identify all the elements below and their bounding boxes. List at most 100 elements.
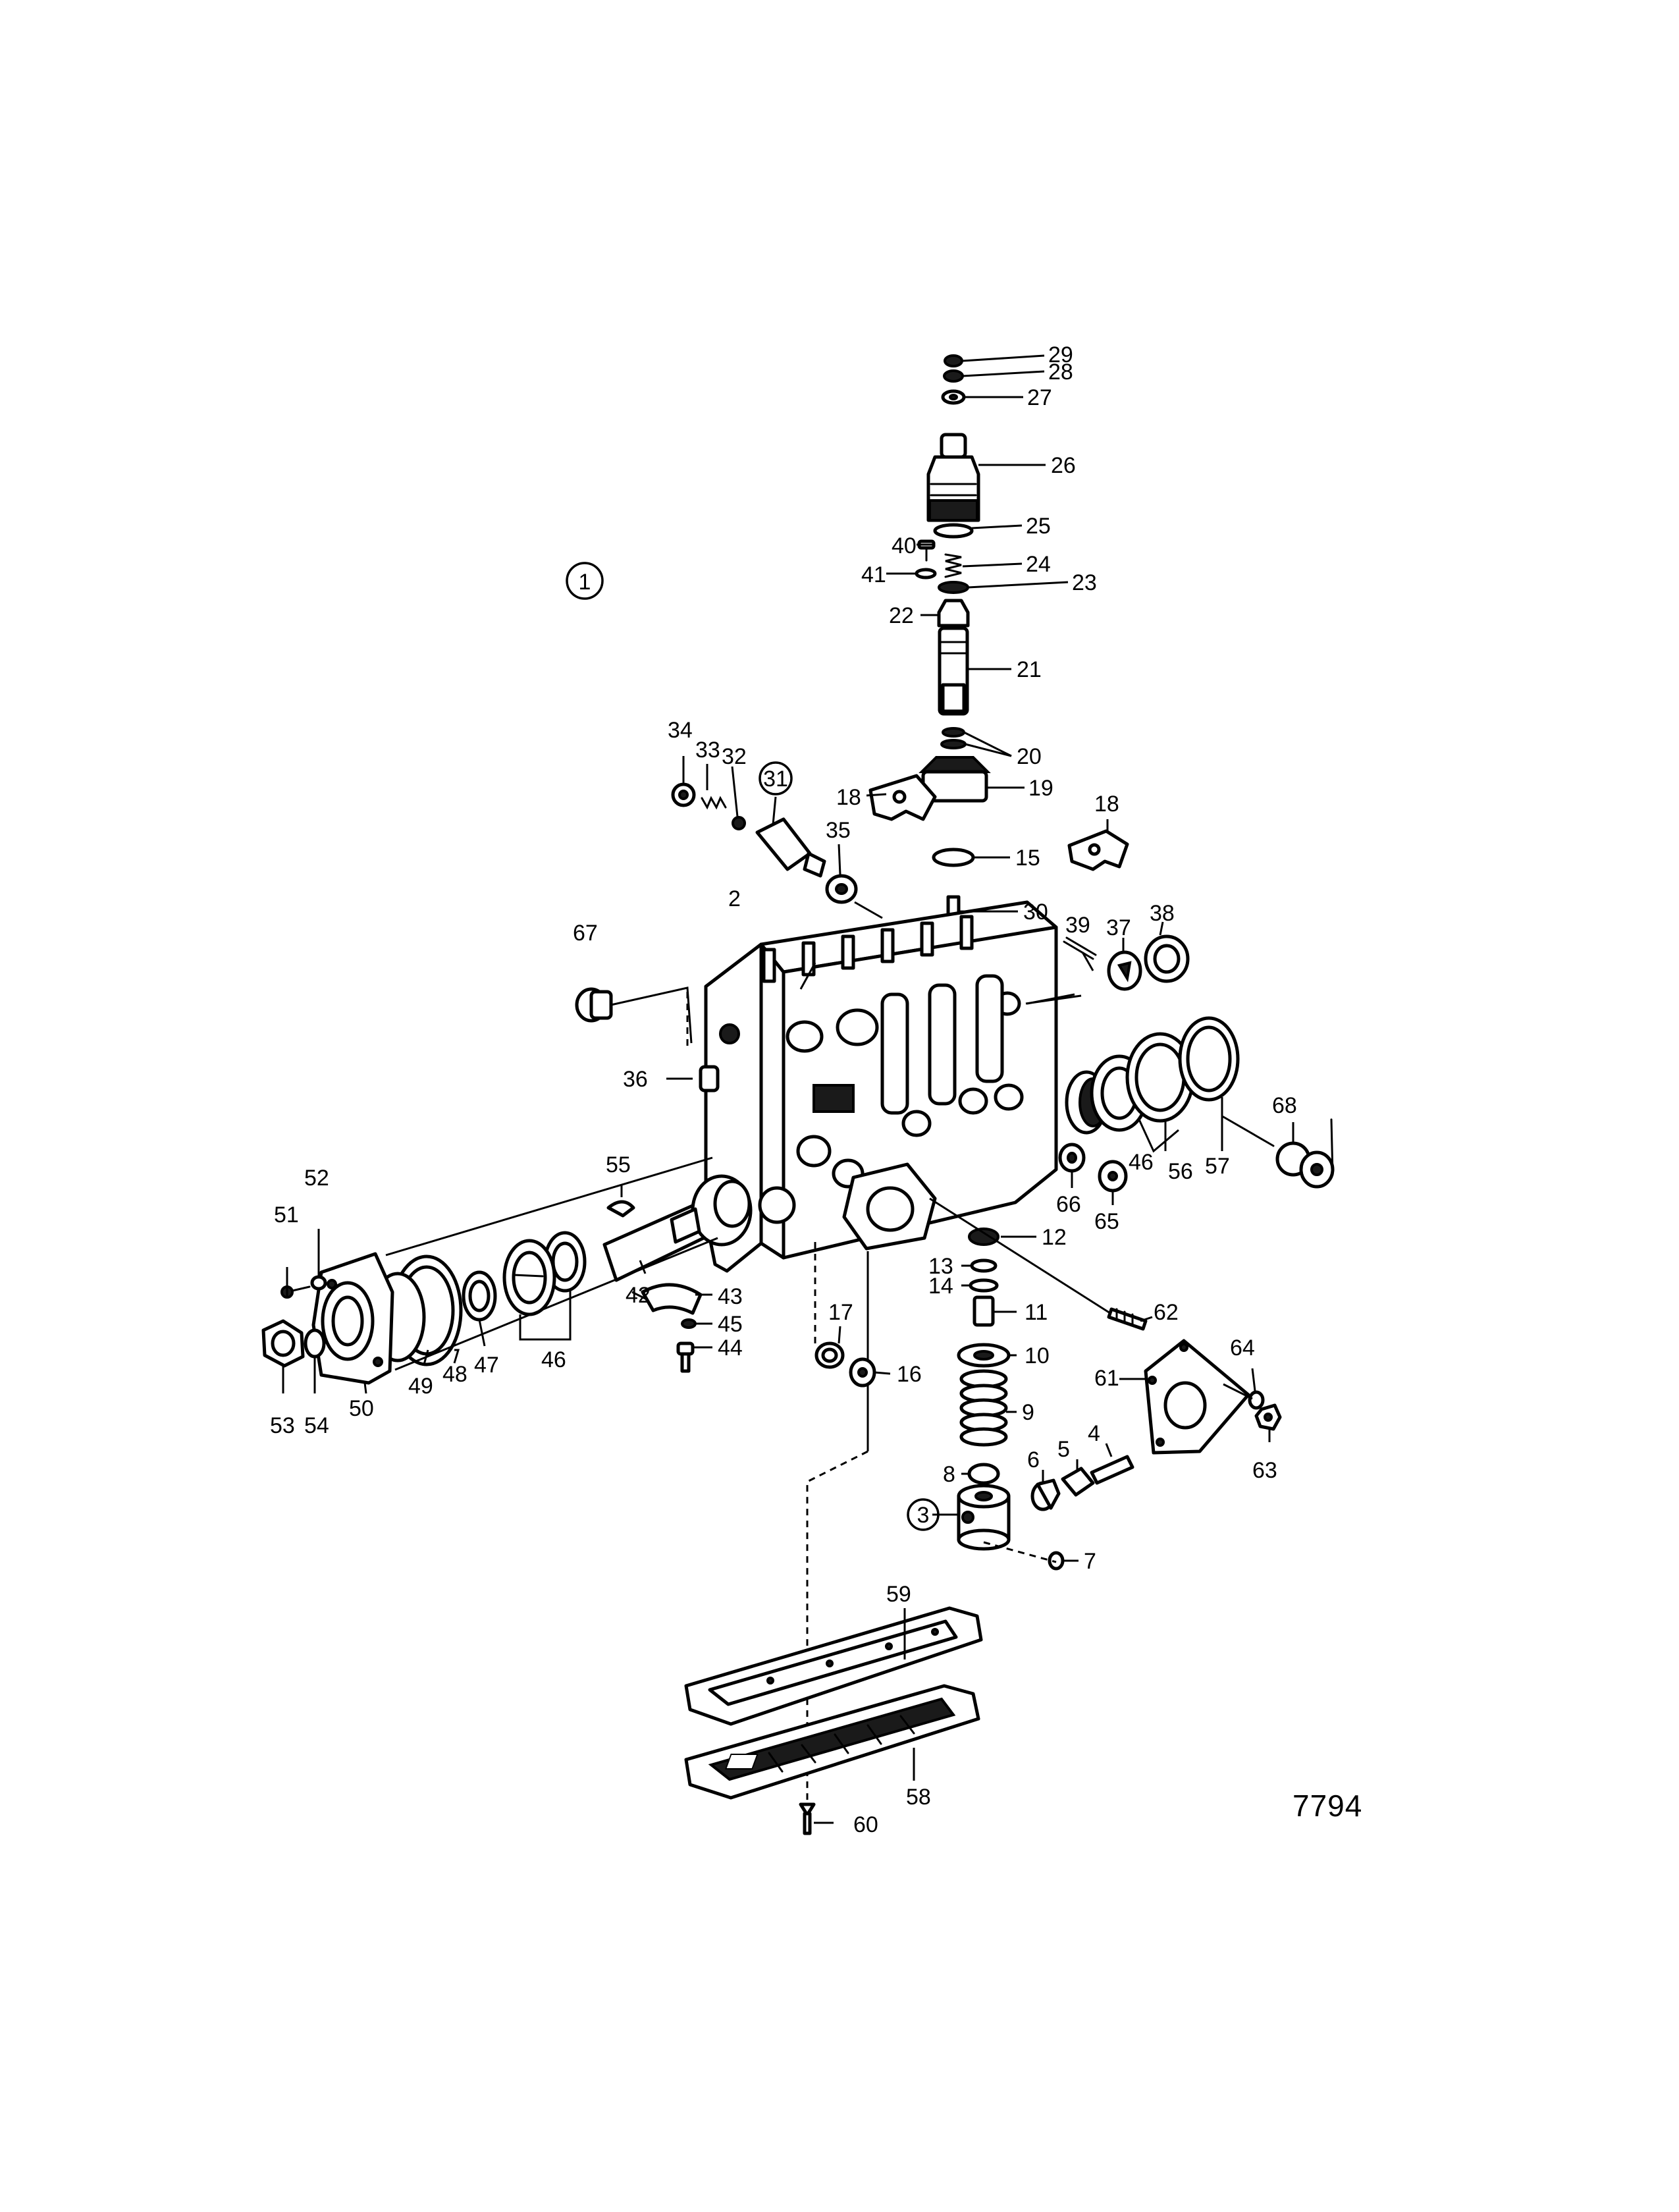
part-56-bearing-ring [1125,1032,1195,1123]
part-29-nut [944,354,963,367]
part-58-strainer-plate [684,1684,980,1800]
callout-59: 59 [886,1582,911,1607]
callout-32: 32 [722,744,747,769]
part-41-washer [915,568,937,580]
callout-42: 42 [626,1283,651,1308]
part-4-roller-pin [1090,1455,1134,1485]
callout-14: 14 [928,1274,953,1299]
part-9-plunger-spring [959,1369,1008,1447]
part-35-washer [825,874,858,904]
callout-36: 36 [623,1067,648,1092]
callout-21: 21 [1017,657,1042,682]
part-7-pin [1048,1551,1065,1571]
part-61-cover-plate [1144,1339,1250,1455]
part-31-overflow-valve [755,817,826,878]
callout-16: 16 [897,1362,922,1387]
callout-64: 64 [1230,1335,1255,1361]
callout-43: 43 [718,1284,743,1309]
part-3-roller-tappet [957,1484,1011,1551]
part-16-plug [849,1357,876,1388]
part-10-spring-seat [957,1343,1011,1368]
part-13-ring [970,1258,998,1273]
part-8-spring-seat [967,1463,1000,1485]
callout-47: 47 [474,1353,499,1378]
part-34-cap-nut [671,782,696,807]
part-43-spacer [641,1283,703,1315]
part-52-washer [310,1275,327,1291]
callout-19: 19 [1028,776,1053,801]
housing-slots [880,974,1004,1115]
part-66-washer [1058,1143,1086,1173]
part-22-delivery-valve [937,599,970,628]
figure-marker-label: 1 [579,570,591,595]
part-12-disc [968,1227,999,1246]
part-39-pin [1063,936,1097,960]
part-2-pump-housing [704,900,1058,1273]
callout-39: 39 [1065,913,1090,938]
callout-54: 54 [304,1413,329,1438]
callout-62: 62 [1154,1300,1179,1325]
part-32-ball [732,816,746,830]
drawing-number: 7794 [1293,1789,1363,1823]
callout-55: 55 [606,1152,631,1177]
callout-labels: 2 3 4 5 6 7 8 9 10 11 12 13 14 15 16 17 … [270,342,1297,1837]
part-45-washer [681,1318,697,1329]
callout-37: 37 [1106,915,1131,940]
part-20-seal-rings [940,727,967,749]
part-5-bushing [1061,1467,1095,1497]
part-25-seal-ring [933,523,974,539]
callout-9: 9 [1022,1400,1034,1425]
callout-24: 24 [1026,552,1051,577]
callout-41: 41 [861,562,886,587]
part-60-screw [799,1802,816,1835]
part-27-washer [941,389,966,405]
figure-marker: 1 [566,562,604,600]
callout-57: 57 [1205,1154,1230,1179]
part-23-gasket [938,581,969,594]
callout-17: 17 [828,1300,853,1325]
part-50-bearing-cover [311,1252,394,1385]
part-47-shim [462,1270,497,1322]
callout-20: 20 [1017,744,1042,769]
part-42-camshaft [602,1174,753,1282]
callout-52: 52 [304,1166,329,1191]
callout-68: 68 [1272,1093,1297,1118]
callout-35: 35 [826,818,851,843]
part-37-cover [1107,950,1142,991]
part-33-spring [701,796,727,810]
callout-61: 61 [1094,1366,1119,1391]
part-65-nut [1098,1160,1128,1193]
callout-23: 23 [1072,570,1097,595]
part-53-nut [261,1319,305,1368]
callout-30: 30 [1023,900,1048,925]
callout-6: 6 [1027,1447,1040,1472]
part-55-woodruff-key [606,1200,635,1218]
callout-56: 56 [1168,1159,1193,1184]
callout-2: 2 [728,886,741,911]
callout-25: 25 [1026,514,1051,539]
part-28-washer [943,369,964,383]
callout-66: 66 [1056,1192,1081,1217]
callout-48: 48 [442,1362,467,1387]
part-68-screw-plug [1275,1141,1335,1189]
part-24-spring [944,553,962,578]
callout-45: 45 [718,1312,743,1337]
callout-46-right: 46 [1129,1150,1154,1175]
callout-10: 10 [1025,1343,1050,1368]
part-62-stud [1107,1307,1148,1331]
callout-49: 49 [408,1374,433,1399]
callout-8: 8 [943,1462,955,1487]
callout-13: 13 [928,1254,953,1279]
part-57-seal-ring [1178,1016,1240,1102]
callout-3: 3 [917,1503,930,1528]
part-36-plug [699,1065,720,1093]
callout-18-right: 18 [1094,792,1119,817]
part-51-screw [280,1285,311,1299]
callout-26: 26 [1051,453,1076,478]
callout-34: 34 [668,718,693,743]
part-67-seal-on-housing [719,1023,740,1044]
callout-18-left: 18 [836,785,861,810]
part-6-roller [1030,1478,1061,1511]
